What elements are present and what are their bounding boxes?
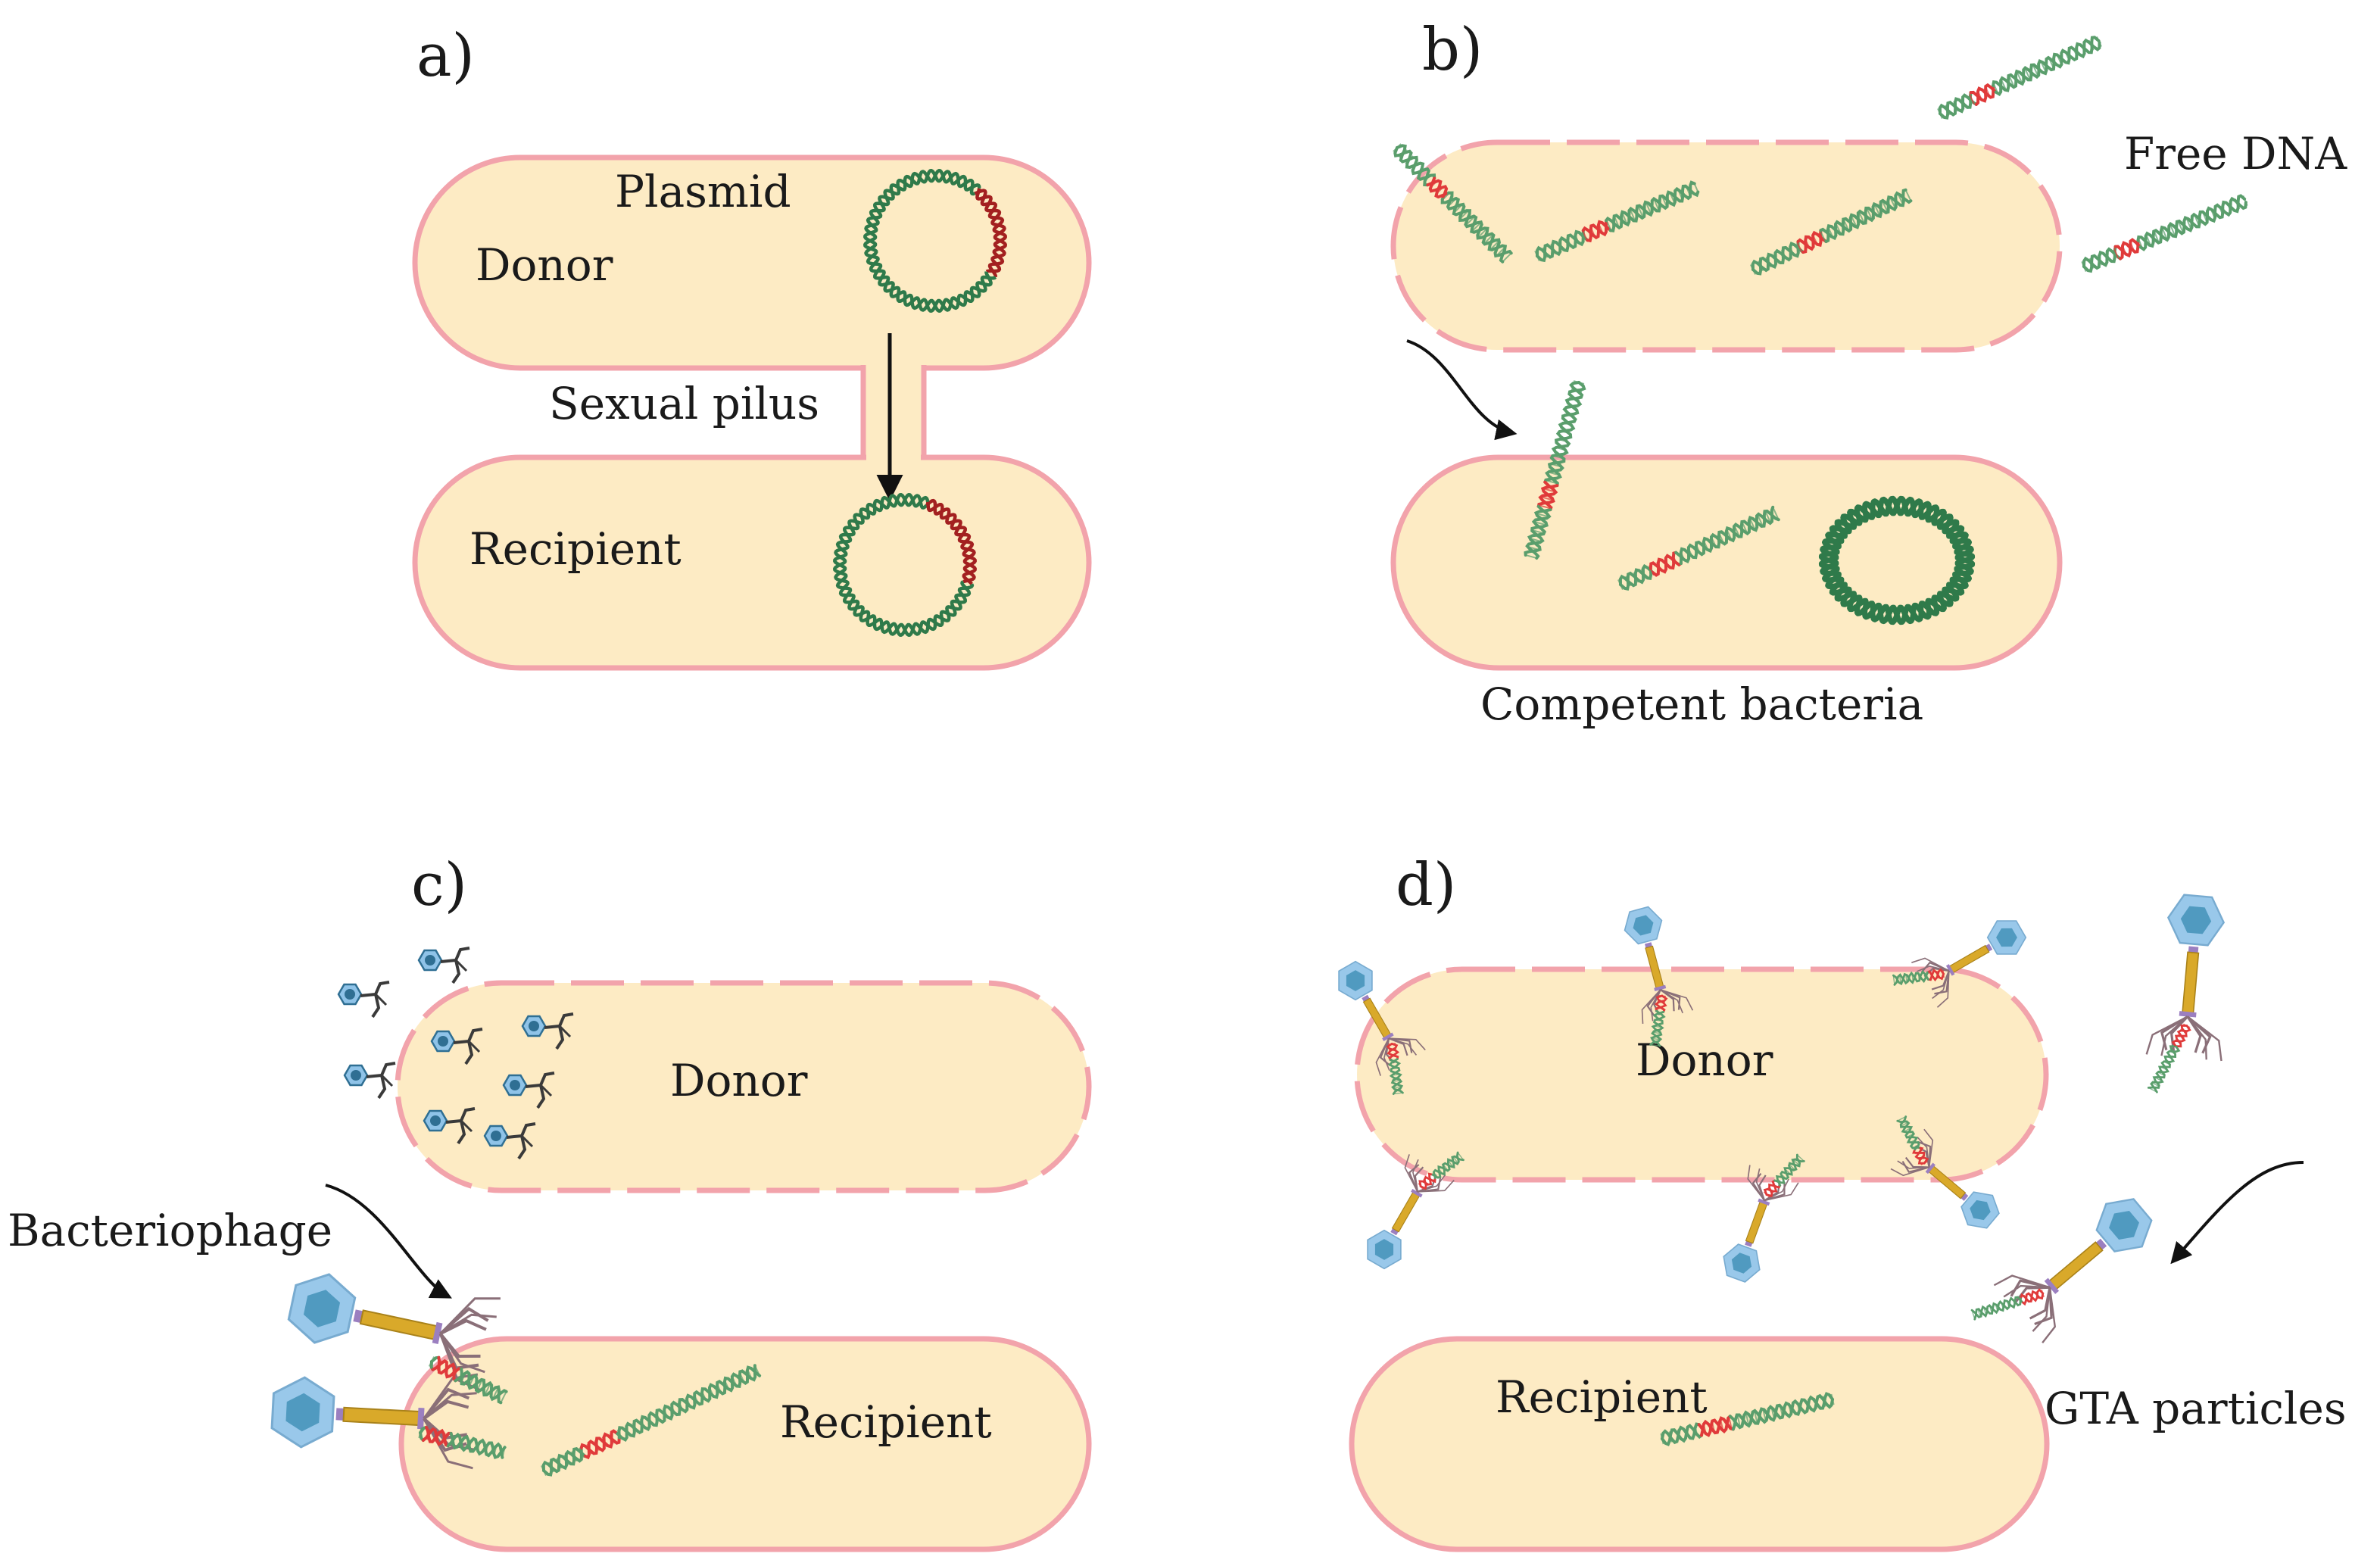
gta-particles-label: GTA particles bbox=[2045, 1383, 2347, 1434]
donor-cell-lysing bbox=[395, 980, 1092, 1193]
recipient-cell-d bbox=[1349, 1336, 2050, 1552]
internal-dna-fragment bbox=[1617, 505, 1780, 591]
gta-particle-icon bbox=[2145, 894, 2226, 1093]
free-dna-fragment bbox=[1393, 143, 1513, 264]
panel-c-label: c) bbox=[411, 851, 467, 919]
phage-icon bbox=[502, 1072, 555, 1109]
phage-icon bbox=[430, 1028, 483, 1065]
phage-icon bbox=[521, 1012, 574, 1050]
donor-plasmid bbox=[863, 169, 1007, 313]
injected-dna bbox=[428, 1355, 508, 1405]
free-dna-label: Free DNA bbox=[2124, 128, 2347, 179]
plasmid-label: Plasmid bbox=[615, 166, 791, 217]
recipient-label-c: Recipient bbox=[780, 1396, 992, 1448]
free-dna-fragment bbox=[1749, 188, 1913, 276]
sexual-pilus-label: Sexual pilus bbox=[549, 378, 819, 429]
injected-dna bbox=[418, 1425, 507, 1460]
recipient-label-d: Recipient bbox=[1496, 1371, 1708, 1423]
phage-icon bbox=[417, 947, 470, 984]
recipient-cell bbox=[412, 454, 1092, 671]
competent-bacteria-label: Competent bacteria bbox=[1480, 678, 1923, 730]
donor-label-c: Donor bbox=[670, 1055, 808, 1106]
lysing-cell bbox=[1390, 139, 2063, 353]
donor-cell bbox=[412, 154, 1092, 371]
uptake-arrow bbox=[1406, 339, 1518, 441]
panel-c: c) Donor Bacteriophage Recipient bbox=[8, 851, 1092, 1552]
gta-dna-fragment bbox=[1660, 1392, 1835, 1446]
gta-arrow bbox=[2170, 1161, 2304, 1265]
donor-cell-d bbox=[1354, 966, 2049, 1183]
phage-icon bbox=[483, 1122, 536, 1160]
recipient-plasmid bbox=[833, 493, 977, 637]
panel-a: a) Plasmid Donor Sexual pilus Recipient bbox=[412, 22, 1092, 671]
chromosome-ring bbox=[1818, 495, 1976, 625]
infection-arrow bbox=[325, 1184, 452, 1299]
bacteriophage-label: Bacteriophage bbox=[8, 1205, 332, 1256]
phage-icon bbox=[343, 1062, 396, 1100]
panel-d: d) Donor Recipient GTA particles bbox=[1338, 851, 2347, 1552]
panel-a-label: a) bbox=[416, 22, 475, 90]
recipient-label: Recipient bbox=[469, 523, 682, 575]
free-dna-fragment bbox=[2081, 194, 2248, 273]
panel-b-label: b) bbox=[1422, 16, 1483, 84]
transduced-dna-fragment bbox=[541, 1364, 762, 1477]
donor-label: Donor bbox=[476, 239, 613, 291]
bacteriophage-icon bbox=[287, 1273, 501, 1392]
gta-particle-icon bbox=[1723, 1153, 1805, 1283]
free-dna-fragment bbox=[1534, 180, 1700, 263]
gta-particle-icon bbox=[1892, 920, 2027, 1008]
phage-icon bbox=[337, 981, 390, 1019]
recipient-cell-c bbox=[398, 1336, 1092, 1552]
phage-icon bbox=[423, 1107, 476, 1145]
panel-b: b) Free DNA Competent bacteria bbox=[1390, 16, 2347, 730]
gta-particle-icon bbox=[1890, 1115, 2000, 1229]
entering-dna-fragment bbox=[1524, 380, 1586, 560]
free-dna-fragment bbox=[1937, 36, 2102, 120]
gta-particle-icon bbox=[1624, 906, 1694, 1047]
sexual-pilus bbox=[863, 362, 924, 468]
gta-particle-icon bbox=[1338, 960, 1426, 1095]
gta-particle-icon bbox=[1970, 1198, 2153, 1343]
gta-particle-icon bbox=[1367, 1151, 1464, 1270]
pilus-join-bottom bbox=[866, 453, 921, 465]
panel-d-label: d) bbox=[1396, 851, 1456, 919]
pilus-join-top bbox=[866, 360, 921, 373]
